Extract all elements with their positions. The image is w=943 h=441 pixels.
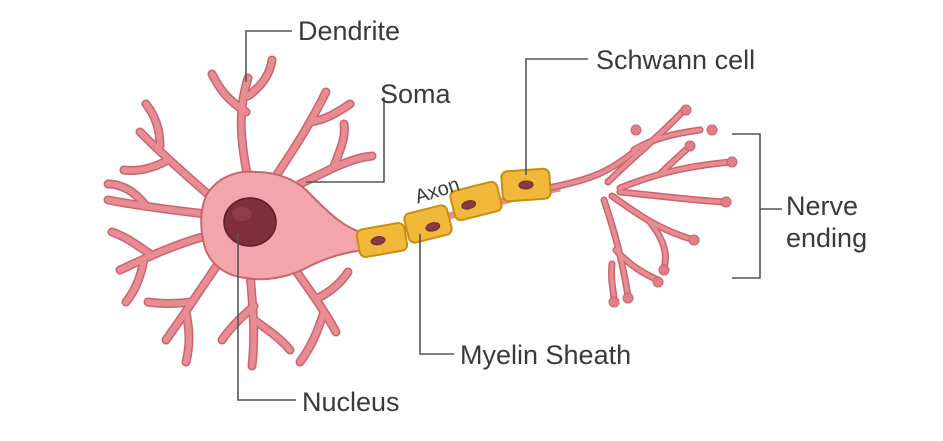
myelin-sheath-label: Myelin Sheath: [460, 340, 631, 370]
terminal-bulb: [688, 234, 700, 246]
myelin-segment: [403, 204, 453, 244]
terminal-bulb: [726, 156, 738, 168]
leader-lines: [237, 30, 782, 401]
schwann-cell-label: Schwann cell: [596, 45, 755, 75]
nucleus-label: Nucleus: [302, 387, 400, 417]
myelin-segment: [449, 180, 503, 222]
nucleus: [223, 197, 277, 247]
nucleus-highlight: [232, 207, 252, 221]
myelin-sheath-leader: [419, 234, 454, 355]
soma-leader: [306, 97, 385, 183]
schwann-cell: [500, 167, 552, 203]
nerve-ending-label-line1: Nerve: [786, 191, 858, 221]
dendrites: [103, 55, 377, 371]
terminal-bulb: [608, 296, 620, 308]
terminal-bulb: [630, 124, 642, 136]
terminal-bulb: [706, 124, 718, 136]
terminal-bulb: [658, 264, 670, 276]
terminal-bulb: [680, 104, 692, 116]
schwann-cell-leader: [525, 58, 588, 175]
dendrite-leader: [245, 30, 292, 82]
terminal-bulb: [652, 276, 664, 288]
dendrite-label: Dendrite: [298, 16, 400, 46]
nerve-ending-bracket: [732, 133, 761, 279]
myelin-segment: [355, 221, 409, 259]
nerve-ending-label-line2: ending: [786, 223, 867, 253]
nerve-ending-branches: [544, 104, 738, 308]
terminal-bulb: [622, 292, 634, 304]
nucleus-leader: [237, 234, 296, 401]
myelin-sheath-segments: [355, 167, 552, 259]
terminal-bulb: [684, 140, 696, 152]
terminal-bulb: [720, 196, 732, 208]
soma-label: Soma: [380, 79, 452, 109]
